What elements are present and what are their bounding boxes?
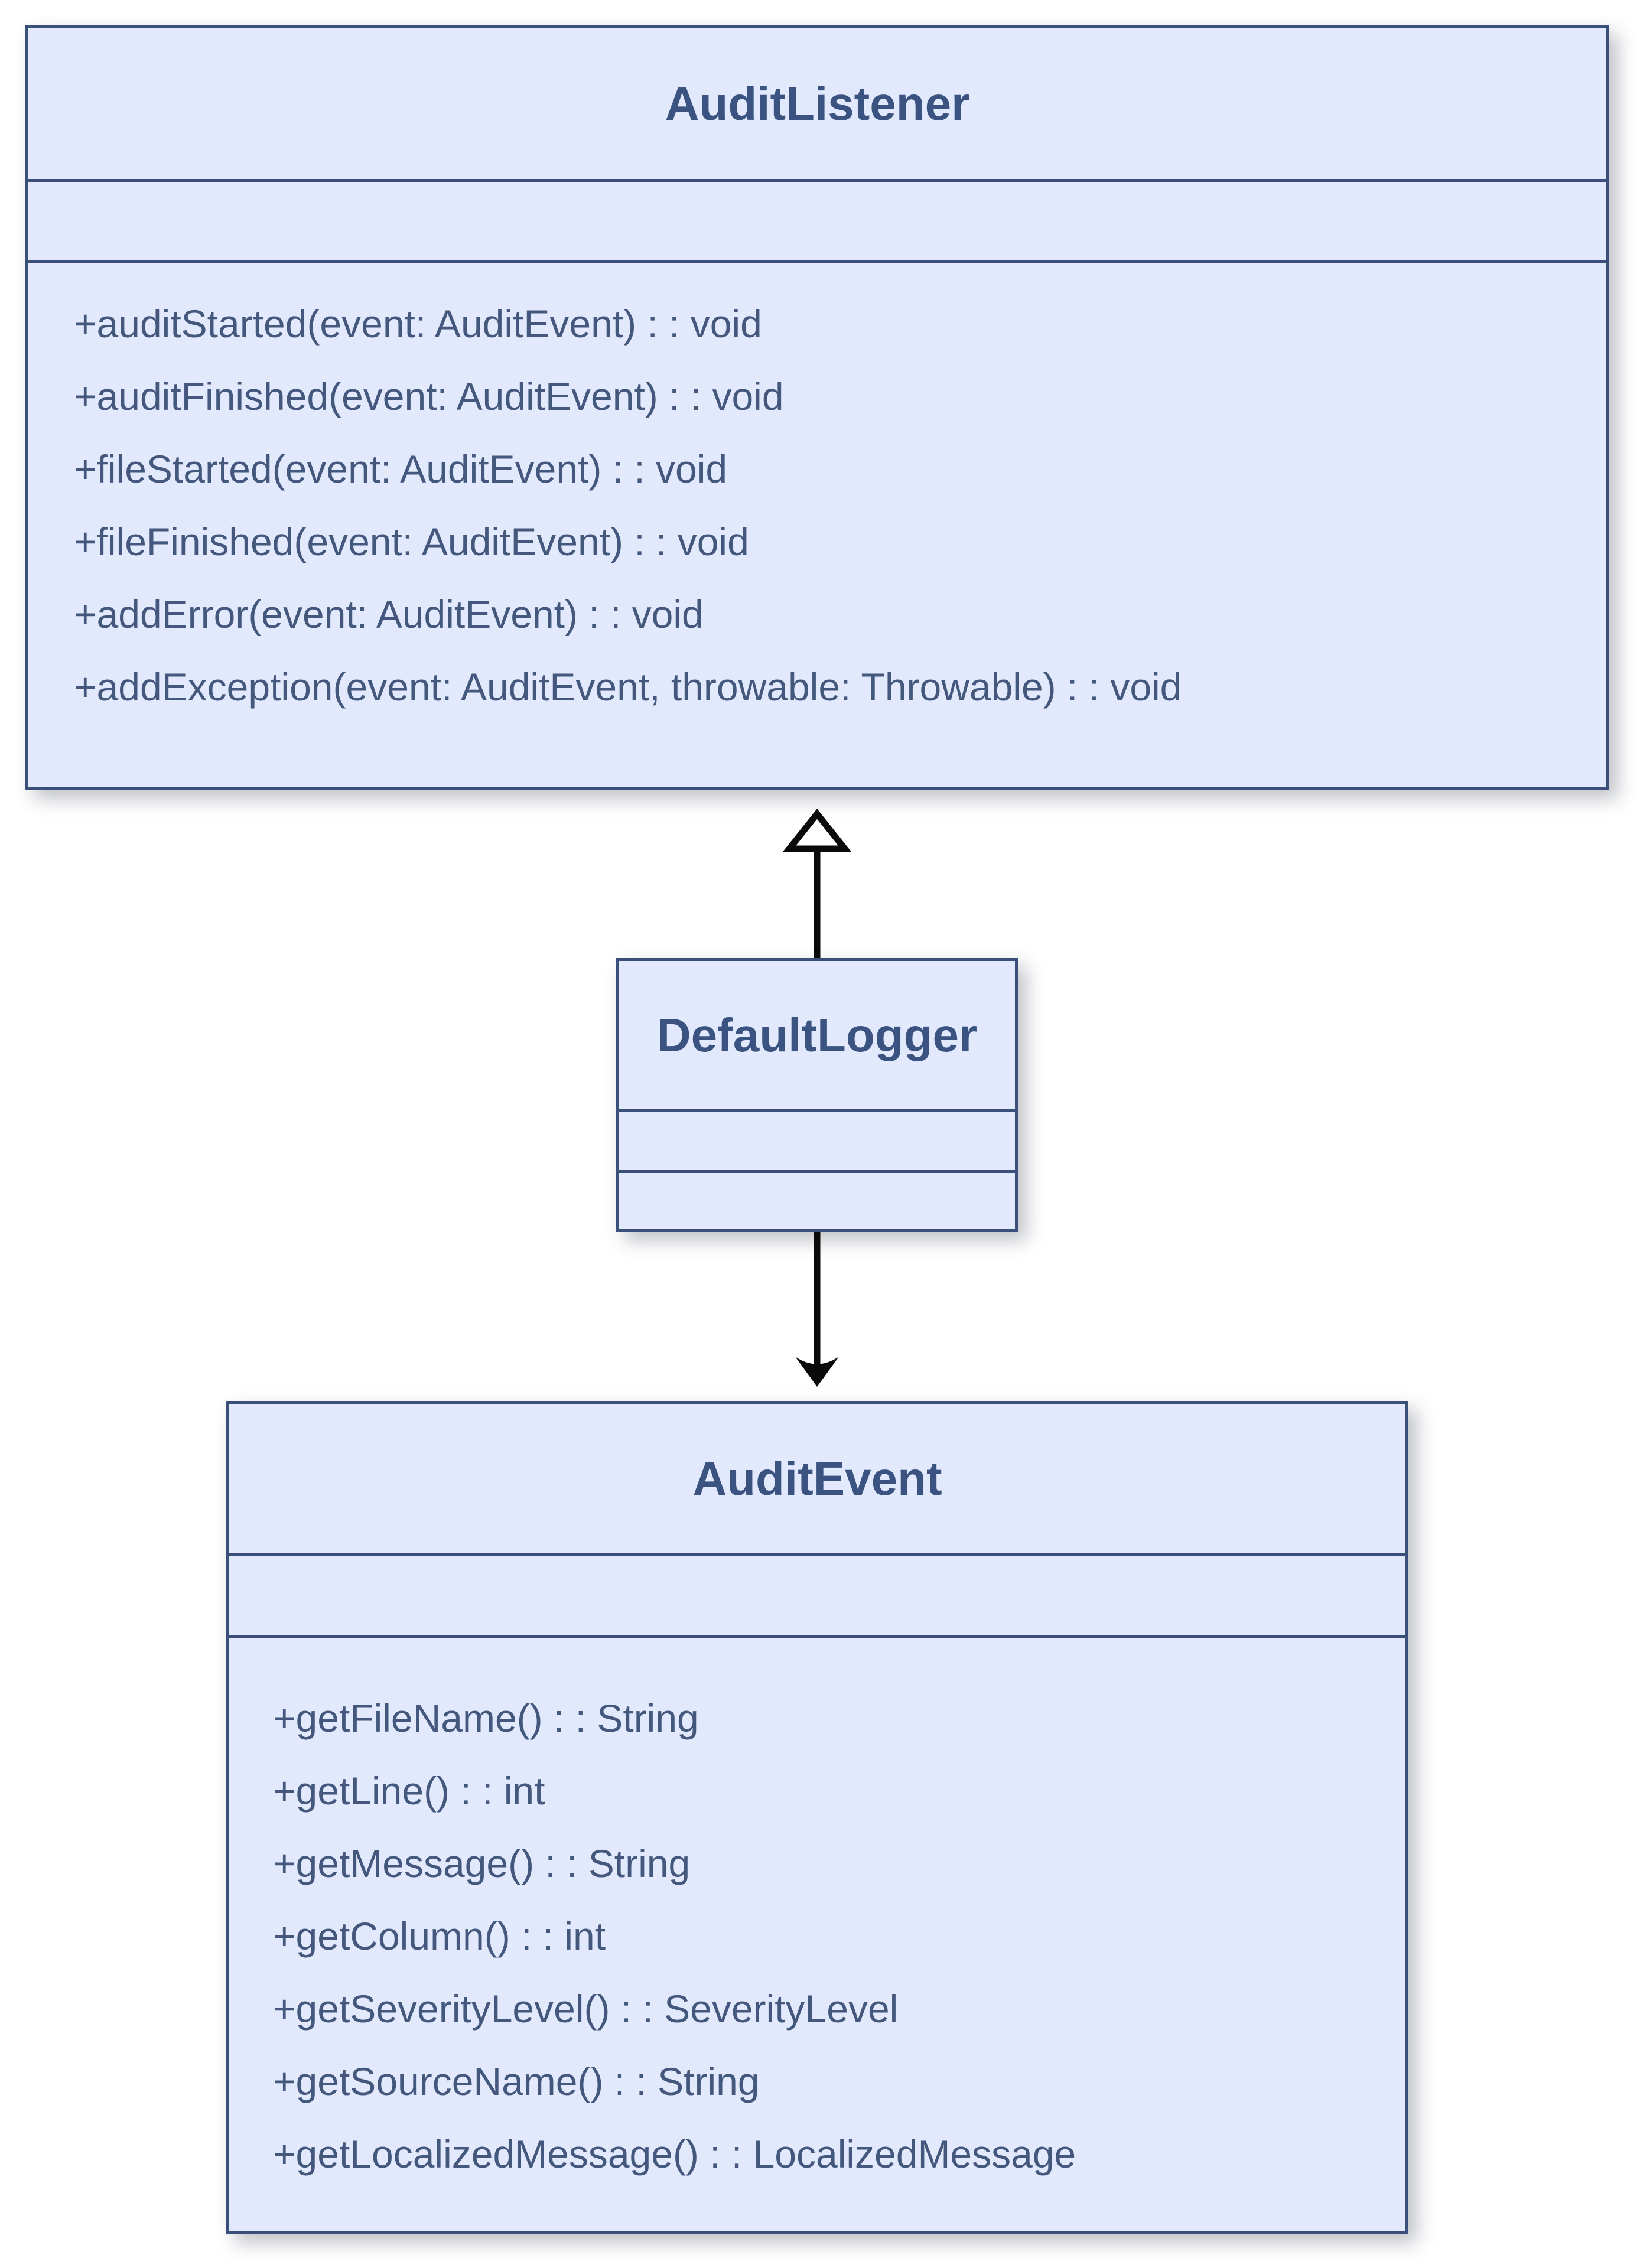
method-item: +getSeverityLevel() : : SeverityLevel: [273, 1987, 899, 2031]
class-title: DefaultLogger: [656, 1008, 978, 1061]
class-title: AuditEvent: [692, 1452, 942, 1505]
method-item: +getSourceName() : : String: [273, 2060, 760, 2103]
class-box-auditevent[interactable]: AuditEvent +getFileName() : : String+get…: [226, 1401, 1408, 2234]
class-box-defaultlogger[interactable]: DefaultLogger: [616, 958, 1018, 1232]
methods-compartment: [619, 1170, 1015, 1229]
methods-compartment: +getFileName() : : String +getLine() : : …: [229, 1635, 1405, 2231]
method-item: +fileStarted(event: AuditEvent) : : void: [74, 447, 728, 491]
class-title: AuditListener: [665, 77, 970, 130]
attributes-compartment: [619, 1109, 1015, 1170]
attributes-compartment: [229, 1553, 1405, 1635]
method-item: +getMessage() : : String: [273, 1842, 691, 1885]
methods-compartment: +auditStarted(event: AuditEvent) : : voi…: [28, 260, 1606, 787]
method-item: +auditFinished(event: AuditEvent) : : vo…: [74, 374, 784, 418]
method-item: +getLocalizedMessage() : : LocalizedMess…: [273, 2132, 1076, 2176]
method-item: +getFileName() : : String: [273, 1696, 699, 1740]
method-item: +addException(event: AuditEvent, throwab…: [74, 665, 1182, 709]
method-item: +fileFinished(event: AuditEvent) : : voi…: [74, 520, 749, 563]
generalization-arrow: [782, 809, 852, 958]
attributes-compartment: [28, 179, 1606, 260]
method-item: +auditStarted(event: AuditEvent) : : voi…: [74, 302, 762, 346]
class-box-auditlistener[interactable]: AuditListener +auditStarted(event: Audit…: [25, 25, 1609, 790]
method-item: +addError(event: AuditEvent) : : void: [74, 592, 704, 636]
method-item: +getColumn() : : int: [273, 1914, 606, 1958]
association-arrow: [795, 1232, 839, 1387]
method-item: +getLine() : : int: [273, 1769, 545, 1813]
